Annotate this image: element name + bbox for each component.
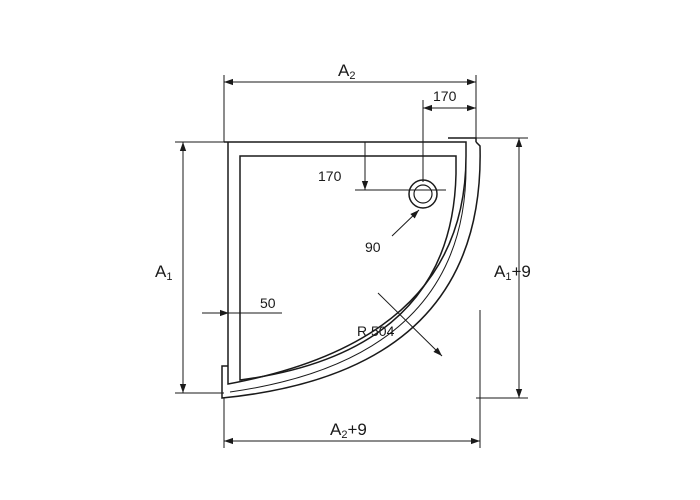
- tray-outer-skirt: [221, 141, 481, 399]
- drain-inner: [413, 184, 433, 204]
- label-a2-plus9: A2+9: [330, 420, 367, 441]
- label-radius: R 504: [357, 323, 395, 339]
- label-170-horizontal: 170: [433, 88, 457, 104]
- leader-radius: [377, 292, 443, 357]
- label-a2: A2: [338, 61, 355, 82]
- tray-outer-outline: [224, 141, 467, 385]
- leader-90: [391, 209, 420, 237]
- label-170-vertical: 170: [318, 168, 342, 184]
- label-90: 90: [365, 239, 381, 255]
- label-50: 50: [260, 295, 276, 311]
- label-a1: A1: [155, 262, 172, 283]
- tray-rim-top: [448, 137, 477, 142]
- drain-outer: [408, 179, 438, 209]
- tray-inner-basin: [239, 155, 457, 381]
- label-a1-plus9: A1+9: [494, 262, 531, 283]
- tray-inner-curve-2: [229, 159, 467, 393]
